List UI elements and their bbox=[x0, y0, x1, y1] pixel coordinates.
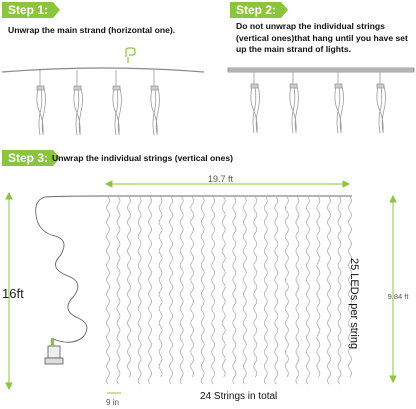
bundle-2 bbox=[73, 70, 83, 136]
dimension-arrows bbox=[5, 180, 397, 394]
light-string bbox=[179, 196, 184, 385]
power-cable bbox=[35, 195, 105, 347]
light-string bbox=[263, 196, 268, 385]
step2-tag: Step 2: bbox=[230, 2, 289, 18]
step3-tag: Step 3: bbox=[2, 150, 61, 166]
light-string bbox=[232, 196, 237, 385]
strings-total-label: 24 Strings in total bbox=[200, 391, 278, 402]
light-string bbox=[306, 196, 310, 385]
light-string bbox=[242, 196, 247, 385]
light-string bbox=[327, 196, 331, 385]
step3-text: Unwrap the individual strings (vertical … bbox=[52, 153, 233, 163]
plug-icon bbox=[44, 338, 64, 365]
light-string bbox=[285, 196, 289, 378]
leds-per-string-label: 25 LEDs per string bbox=[348, 258, 360, 350]
light-string bbox=[106, 196, 110, 385]
step1-text: Unwrap the main strand (horizontal one). bbox=[8, 25, 176, 35]
light-string bbox=[127, 196, 131, 378]
unwrap-hand-icon bbox=[125, 47, 136, 63]
spacing-label: 9 in bbox=[106, 398, 119, 407]
cable-length-label: 16ft bbox=[2, 286, 24, 301]
light-string bbox=[190, 196, 195, 378]
step2-illustration bbox=[227, 67, 415, 134]
hanging-bundle-1 bbox=[250, 72, 260, 134]
hanging-bundle-3 bbox=[334, 72, 344, 134]
step1-tag: Step 1: bbox=[2, 2, 61, 18]
light-string bbox=[158, 196, 163, 378]
step2-text: Do not unwrap the individual strings (ve… bbox=[236, 21, 408, 54]
light-string bbox=[253, 196, 258, 378]
light-string bbox=[295, 196, 300, 385]
light-string bbox=[348, 196, 352, 378]
light-string bbox=[274, 196, 279, 385]
light-string bbox=[211, 196, 216, 385]
light-string bbox=[116, 196, 121, 385]
width-label: 19.7 ft bbox=[208, 174, 234, 184]
light-string bbox=[137, 196, 142, 385]
light-string bbox=[148, 196, 152, 385]
light-string bbox=[221, 196, 226, 378]
light-curtain bbox=[106, 196, 352, 385]
hanging-bundle-4 bbox=[376, 72, 386, 134]
light-string bbox=[200, 196, 205, 385]
height-label: 9.84 ft bbox=[387, 292, 409, 301]
hanging-bundle-2 bbox=[289, 72, 299, 134]
bundle-3 bbox=[112, 70, 122, 136]
bundle-4 bbox=[150, 70, 160, 136]
bundle-1 bbox=[36, 70, 46, 136]
light-string bbox=[169, 196, 173, 385]
light-string bbox=[316, 196, 321, 378]
light-string bbox=[337, 196, 342, 385]
